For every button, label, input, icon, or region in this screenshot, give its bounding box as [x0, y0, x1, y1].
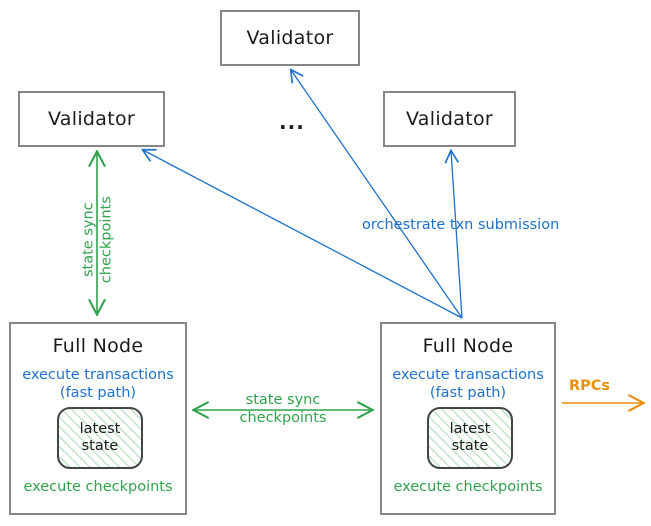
edge-label-state-sync-vertical: state sync checkpoints — [80, 181, 115, 299]
latest-state-line2: state — [451, 438, 489, 454]
edge-label-state-sync-horizontal: state sync checkpoints — [212, 392, 354, 427]
full-node-box-left[interactable]: Full Node execute transactions (fast pat… — [9, 322, 187, 515]
latest-state-box[interactable]: latest state — [427, 407, 513, 469]
state-sync-horizontal-line1: state sync — [245, 392, 321, 408]
validator-box-top[interactable]: Validator — [220, 10, 360, 66]
full-node-execute-checkpoints: execute checkpoints — [393, 479, 543, 495]
execute-transactions-line1: execute transactions — [22, 367, 174, 383]
validator-box-right[interactable]: Validator — [383, 91, 516, 147]
edge-label-orchestrate-txn-submission: orchestrate txn submission — [362, 217, 560, 233]
latest-state-line1: latest — [449, 420, 491, 437]
full-node-execute-transactions: execute transactions (fast path) — [392, 366, 544, 402]
latest-state-box[interactable]: latest state — [57, 407, 143, 469]
validator-label: Validator — [405, 108, 493, 130]
full-node-title: Full Node — [52, 335, 144, 357]
full-node-box-right[interactable]: Full Node execute transactions (fast pat… — [380, 322, 556, 515]
state-sync-horizontal-line2: checkpoints — [239, 409, 327, 426]
validator-box-left[interactable]: Validator — [18, 91, 165, 147]
validators-ellipsis: ... — [279, 110, 305, 134]
validator-label: Validator — [246, 27, 334, 49]
execute-transactions-line1: execute transactions — [392, 367, 544, 383]
state-sync-vertical-line1: state sync — [80, 202, 97, 278]
full-node-execute-transactions: execute transactions (fast path) — [22, 366, 174, 402]
execute-transactions-line2: (fast path) — [429, 385, 507, 402]
edge-label-rpcs: RPCs — [569, 378, 611, 394]
full-node-execute-checkpoints: execute checkpoints — [23, 479, 173, 495]
latest-state-line1: latest — [79, 420, 121, 437]
full-node-title: Full Node — [422, 335, 514, 357]
execute-transactions-line2: (fast path) — [59, 385, 137, 402]
state-sync-vertical-line2: checkpoints — [98, 196, 114, 284]
validator-label: Validator — [47, 108, 135, 130]
latest-state-line2: state — [81, 438, 119, 454]
